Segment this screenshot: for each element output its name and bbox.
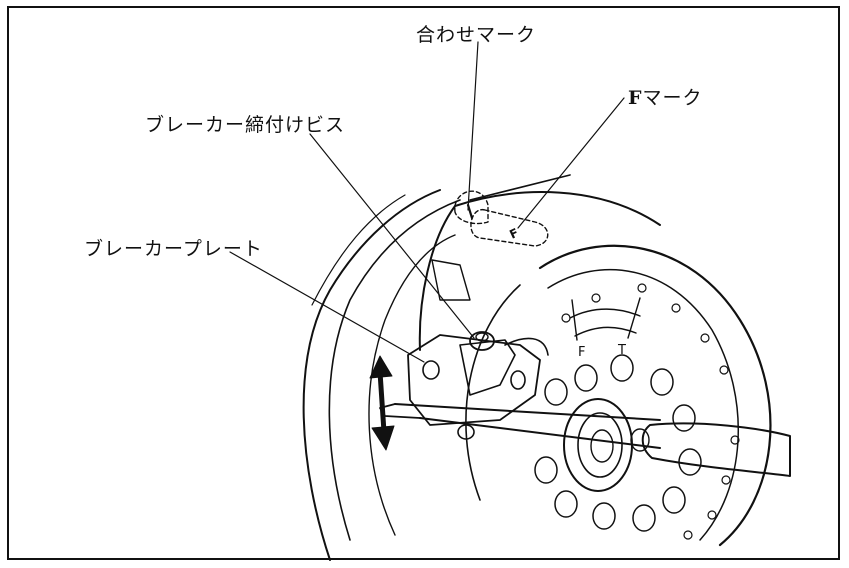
timing-sector-arc-inner [574,326,637,337]
leader-breaker-plate [229,251,425,363]
diagram-frame [7,6,840,560]
f-mark-label-letter: F [628,87,643,109]
leader-f-mark [517,97,625,229]
rotor-window [592,502,616,530]
engine-case-inner-arc [328,199,461,541]
adjust-arrow-head-bottom [371,425,395,451]
plate-f-engraving: F [578,345,585,360]
rotor-window [650,368,674,396]
breaker-screw-head [469,331,495,351]
rotor-top-edge [454,191,661,226]
engine-case-rim-arc [368,234,456,536]
rotor-hole [721,475,731,485]
rotor-window [574,364,598,392]
rotor-window [630,428,650,452]
plate-screw-right [510,370,526,390]
breaker-screw-slot [475,332,489,342]
adjust-arrow-head-top [369,355,393,379]
breaker-spring [504,337,549,356]
alignment-mark-label-text: 合わせマーク [416,24,537,46]
case-edge-line [311,194,406,306]
leader-breaker-screw [309,133,475,339]
timing-sector-left [571,299,578,341]
timing-sector-right [627,297,641,339]
rotor-window [672,404,696,432]
rotor-hole [591,293,601,303]
rotor-hub-inner [577,412,623,478]
rotor-hole [683,530,693,540]
lower-screw [457,424,475,440]
f-mark-callout [470,209,549,247]
rotor-window [632,504,656,532]
breaker-arm [459,339,516,396]
rotor-hole [719,365,729,375]
plate-screw [422,360,440,380]
alignment-mark-label: 合わせマーク [416,20,536,47]
rotor-window [678,448,702,476]
rotor-hole [561,313,571,323]
rotor-hole [707,510,717,520]
breaker-screw-label: ブレーカー締付けビス [145,110,345,137]
leader-alignment-mark [467,41,479,211]
breaker-plate-outline [407,334,541,426]
rotor-hole [730,435,740,445]
f-mark-label-suffix: マーク [642,87,703,109]
screwdriver-shaft-top [394,403,661,421]
rotor-hole [671,303,681,313]
engine-case-outer-arc [302,189,441,561]
plate-t-engraving: T [617,343,626,358]
rotor-face-left [465,284,521,501]
breaker-screw-label-text: ブレーカー締付けビス [145,114,346,136]
screwdriver-handle [641,422,791,477]
rotor-side-left [418,205,456,351]
rotor-hub-core [590,429,614,463]
breaker-plate-label: ブレーカープレート [84,234,263,261]
breaker-plate-label-text: ブレーカープレート [84,238,263,260]
alignment-mark-callout [454,190,489,225]
rotor-window [534,456,558,484]
rotor-window [662,486,686,514]
rotor-face-inner [547,269,740,541]
rotor-hole [700,333,710,343]
rotor-slope [469,174,571,201]
rotor-face-outer [538,244,772,547]
alignment-mark-tick [466,203,474,220]
breaker-cam-wall [431,259,471,301]
timing-sector-arc-outer [569,308,641,319]
adjust-arrow-shaft [377,369,387,435]
screwdriver-shaft-bottom [419,417,661,449]
rotor-hole [637,283,647,293]
rotor-window [610,354,634,382]
rotor-window [554,490,578,518]
f-mark-label: Fマーク [628,83,703,110]
rotor-window [544,378,568,406]
